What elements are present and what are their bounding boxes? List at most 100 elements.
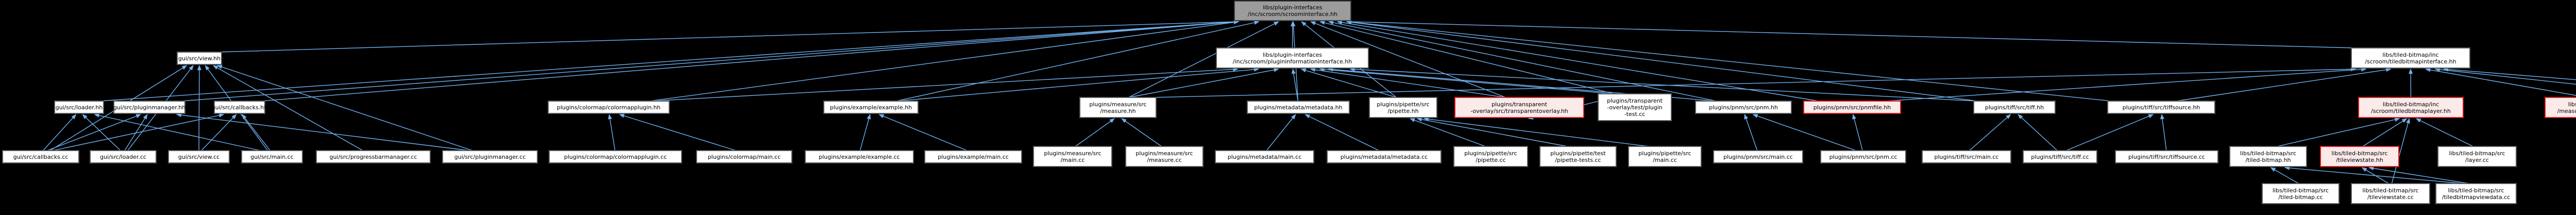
node-label-line: plugins/metadata/metadata.cc — [1340, 153, 1428, 160]
node-md-cc[interactable]: plugins/metadata/metadata.cc — [1327, 150, 1442, 163]
node-mfs[interactable]: libs/tiled-bitmap/tools/measure-framerat… — [2545, 97, 2576, 118]
node-main-cc[interactable]: gui/src/main.cc — [241, 150, 303, 163]
node-label-line: /main.cc — [1060, 156, 1085, 163]
node-label-line: plugins/pnm/src/pnmfile.hh — [1813, 104, 1891, 111]
node-me-main[interactable]: plugins/measure/src/main.cc — [1033, 146, 1112, 167]
node-tiff-cc[interactable]: plugins/tiff/src/tiff.cc — [2023, 150, 2097, 163]
edge-md_cc-to-md_hh — [1304, 114, 1379, 151]
edge-tb_hh-to-tbl — [2276, 118, 2400, 147]
node-label-line: plugins/colormap/colormapplugin.cc — [564, 153, 667, 160]
edge-md_hh-to-pii — [1291, 69, 1299, 102]
node-label-line: plugins/pipette/src — [1377, 101, 1430, 108]
edge-loader_cc-to-pm_hh — [124, 114, 148, 151]
edge-to_hh-to-scroom — [1310, 21, 1506, 98]
node-label-line: plugins/pipette/test — [1550, 150, 1606, 157]
node-pip-cc[interactable]: plugins/pipette/src/pipette.cc — [1453, 146, 1528, 167]
edge-tbi-to-scroom — [1346, 20, 2355, 48]
edge-main_cc-to-loader_hh — [94, 113, 261, 151]
edge-ex_main-to-ex_hh — [878, 114, 968, 151]
node-pip-main[interactable]: plugins/pipette/src/main.cc — [1628, 146, 1702, 167]
node-tiff-main[interactable]: plugins/tiff/src/main.cc — [1922, 150, 2011, 163]
node-label-line: libs/tiled-bitmap/src — [2240, 150, 2297, 157]
node-tiff-hh[interactable]: plugins/tiff/src/tiff.hh — [1973, 101, 2056, 114]
edge-pnm_cc-to-pnm_hh — [1752, 114, 1856, 151]
node-cmp-hh[interactable]: plugins/colormap/colormapplugin.hh — [548, 101, 670, 114]
node-tiffsrc-cc[interactable]: plugins/tiff/src/tiffsource.cc — [2115, 150, 2218, 163]
node-label-line: gui/src/callbacks.cc — [13, 153, 69, 160]
node-pii[interactable]: libs/plugin-interfaces/inc/scroom/plugin… — [1216, 47, 1369, 69]
node-loader-hh[interactable]: gui/src/loader.hh — [54, 101, 104, 114]
node-to-hh[interactable]: plugins/transparent-overlay/src/transpar… — [1454, 97, 1584, 118]
node-ex-main[interactable]: plugins/example/main.cc — [924, 150, 1022, 163]
node-label-line: /inc/scroom/plugininformationinterface.h… — [1232, 58, 1352, 65]
node-pbm-cc[interactable]: gui/src/progressbarmanager.cc — [316, 150, 431, 163]
edge-pnm_main-to-pnm_hh — [1744, 114, 1758, 151]
node-cb-hh[interactable]: gui/src/callbacks.hh — [212, 101, 267, 114]
edge-tiffsrc_hh-to-scroom — [1346, 20, 2112, 102]
edge-meas_hh-to-scroom — [1128, 21, 1279, 98]
edge-tiff_hh-to-scroom — [1346, 20, 1978, 102]
node-pnm-main[interactable]: plugins/pnm/src/main.cc — [1713, 150, 1803, 163]
edge-layer_cc-to-tbl — [2415, 118, 2473, 147]
node-md-hh[interactable]: plugins/metadata/metadata.hh — [1247, 101, 1350, 114]
node-label-line: plugins/tiff/src/tiff.hh — [1985, 104, 2044, 111]
node-pm-hh[interactable]: gui/src/pluginmanager.hh — [113, 101, 185, 114]
node-label-line: plugins/example/example.hh — [829, 104, 912, 111]
node-cmp-cc[interactable]: plugins/colormap/colormapplugin.cc — [549, 150, 682, 163]
node-label-line: -overlay/test/plugin — [1607, 104, 1663, 111]
node-tb-hh[interactable]: libs/tiled-bitmap/src/tiled-bitmap.hh — [2229, 146, 2307, 167]
node-label-line: plugins/transparent — [1492, 101, 1547, 108]
node-pnm-hh[interactable]: plugins/pnm/src/pnm.hh — [1695, 101, 1792, 114]
node-md-main[interactable]: plugins/metadata/main.cc — [1215, 150, 1314, 163]
node-label-line: libs/tiled-bitmap/src — [2272, 187, 2329, 194]
node-pt-cc[interactable]: plugins/transparent-overlay/test/plugin-… — [1598, 93, 1672, 121]
edge-pm_cc-to-view_hh — [217, 65, 473, 151]
node-label-line: plugins/colormap/colormapplugin.hh — [556, 104, 661, 111]
edge-cm_main-to-cmp_hh — [619, 113, 736, 151]
edge-pbm_cc-to-view_hh — [213, 65, 363, 151]
edge-pm_cc-to-pm_hh — [176, 113, 470, 151]
node-label-line: gui/src/pluginmanager.hh — [113, 104, 186, 111]
node-layer-cc[interactable]: libs/tiled-bitmap/src/layer.cc — [2437, 146, 2517, 167]
node-loader-cc[interactable]: gui/src/loader.cc — [90, 150, 157, 163]
node-view-hh[interactable]: gui/src/view.hh — [177, 52, 222, 65]
node-label-line: /measure.hh — [1100, 107, 1136, 114]
node-tb-cc[interactable]: libs/tiled-bitmap/src/tiled-bitmap.cc — [2262, 183, 2340, 204]
node-tbvd-cc[interactable]: libs/tiled-bitmap/src/tiledbitmapviewdat… — [2435, 183, 2517, 204]
node-pm-cc[interactable]: gui/src/pluginmanager.cc — [442, 150, 538, 163]
node-meas-hh[interactable]: plugins/measure/src/measure.hh — [1079, 97, 1157, 118]
node-pnm-cc[interactable]: plugins/pnm/src/pnm.cc — [1820, 150, 1906, 163]
node-me-cc[interactable]: plugins/measure/src/measure.cc — [1125, 146, 1204, 167]
node-tbl[interactable]: libs/tiled-bitmap/inc/scroom/tiledbitmap… — [2358, 97, 2464, 118]
node-label-line: plugins/tiff/src/tiffsource.hh — [2122, 104, 2200, 111]
node-tvs-cc[interactable]: libs/tiled-bitmap/src/tileviewstate.cc — [2351, 183, 2430, 204]
node-label-line: gui/src/view.cc — [178, 153, 220, 160]
node-pipt-cc[interactable]: plugins/pipette/test/pipette-tests.cc — [1539, 146, 1617, 167]
node-label-line: -test.cc — [1624, 110, 1646, 118]
node-label-line: gui/src/main.cc — [250, 153, 294, 160]
edge-loader_hh-to-scroom — [99, 20, 1239, 102]
node-pip-hh[interactable]: plugins/pipette/src/pipette.hh — [1369, 97, 1437, 118]
node-label-line: plugins/measure/src — [1044, 150, 1101, 157]
node-cb-cc[interactable]: gui/src/callbacks.cc — [2, 150, 79, 163]
node-label-line: /pipette.cc — [1476, 156, 1506, 163]
edge-tvs_cc-to-tbl — [2391, 118, 2410, 184]
node-view-cc[interactable]: gui/src/view.cc — [168, 150, 230, 163]
node-tiffsrc-hh[interactable]: plugins/tiff/src/tiffsource.hh — [2107, 101, 2215, 114]
node-tvs-hh[interactable]: libs/tiled-bitmap/src/tileviewstate.hh — [2320, 146, 2399, 167]
node-label-line: /scroom/tiledbitmapinterface.hh — [2365, 58, 2456, 65]
node-ex-hh[interactable]: plugins/example/example.hh — [823, 101, 919, 114]
node-label-line: /tileviewstate.hh — [2336, 156, 2383, 163]
edge-pt_cc-to-pii — [1319, 67, 1615, 94]
edge-loader_cc-to-loader_hh — [82, 114, 121, 151]
edge-tiffsrc_hh-to-tbi — [2176, 68, 2392, 102]
node-tbi[interactable]: libs/tiled-bitmap/inc/scroom/tiledbitmap… — [2351, 47, 2470, 69]
node-ex-cc[interactable]: plugins/example/example.cc — [805, 150, 914, 163]
node-scroom[interactable]: libs/plugin-interfaces/inc/scroom/scroom… — [1234, 1, 1351, 21]
node-pnmf-hh[interactable]: plugins/pnm/src/pnmfile.hh — [1803, 101, 1901, 114]
node-label-line: /tileviewstate.cc — [2367, 193, 2414, 201]
node-label-line: -overlay/src/transparentoverlay.hh — [1470, 107, 1568, 114]
node-cm-main[interactable]: plugins/colormap/main.cc — [696, 150, 792, 163]
node-label-line: /tiled-bitmap.cc — [2278, 193, 2323, 201]
